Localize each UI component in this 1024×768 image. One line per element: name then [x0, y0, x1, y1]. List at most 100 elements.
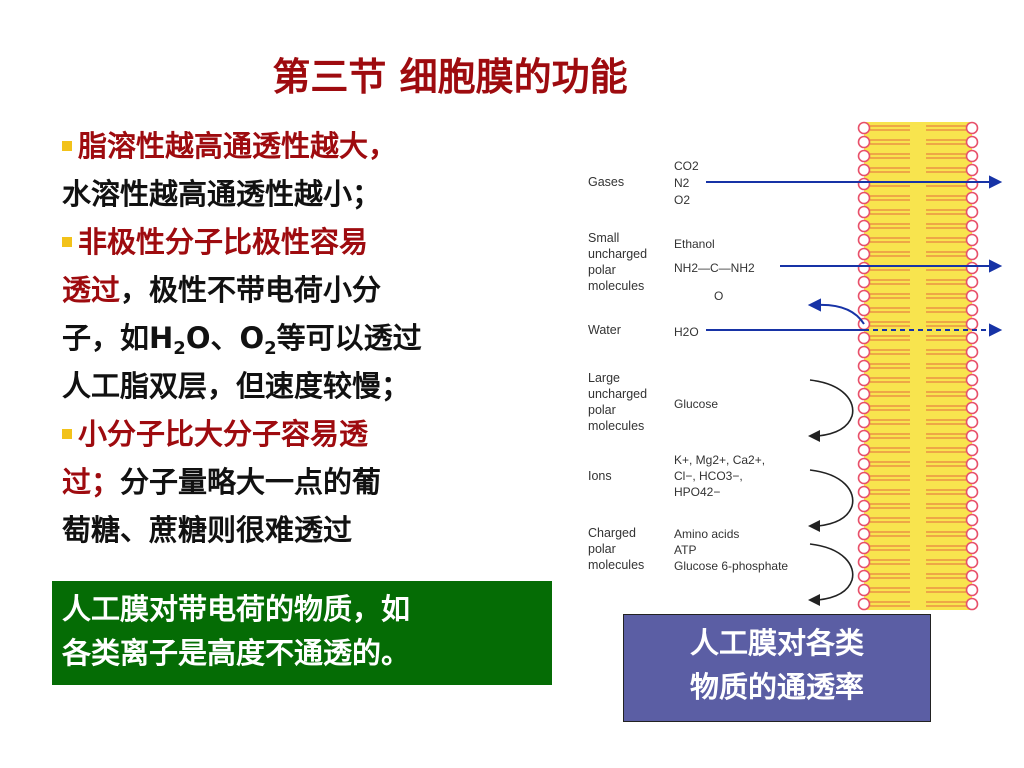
lipid-head [965, 177, 979, 191]
lipid-head [965, 583, 979, 597]
lipid-head [857, 415, 871, 429]
arrow-water-head [989, 323, 1003, 337]
arrow-water-return [815, 303, 865, 325]
lipid-head [857, 429, 871, 443]
lipid-head [965, 121, 979, 135]
label-water: Water [588, 323, 621, 337]
lipid-head [965, 401, 979, 415]
caption-box: 人工膜对各类 物质的通透率 [623, 614, 931, 722]
lipid-head [965, 373, 979, 387]
lipid-head [965, 555, 979, 569]
mol-ions-1: K+, Mg2+, Ca2+, [674, 453, 765, 467]
category-labels: Gases Small uncharged polar molecules Wa… [588, 175, 647, 572]
lipid-head [857, 471, 871, 485]
label-gases: Gases [588, 175, 624, 189]
lipid-head [857, 345, 871, 359]
lipid-head [857, 205, 871, 219]
lipid-head [857, 597, 871, 611]
lipid-head [965, 135, 979, 149]
label-ions: Ions [588, 469, 612, 483]
lipid-head [965, 345, 979, 359]
arrow-small-polar-head [989, 259, 1003, 273]
lipid-head [965, 541, 979, 555]
bounce-arrowheads [808, 430, 820, 606]
paragraph-2: 非极性分子比极性容易 透过，极性不带电荷小分 子，如H2O、O2等可以透过 人工… [62, 225, 422, 403]
lipid-head [857, 261, 871, 275]
bounce-glucose [809, 379, 854, 437]
lipid-head [857, 121, 871, 135]
bounce-charged [809, 543, 854, 601]
lipid-head [965, 289, 979, 303]
lipid-head [857, 331, 871, 345]
lipid-head [857, 569, 871, 583]
label-small-1: Small [588, 231, 619, 245]
paragraph-3: 小分子比大分子容易透 过；分子量略大一点的葡 萄糖、蔗糖则很难透过 [62, 417, 382, 547]
lipid-head [965, 303, 979, 317]
mol-urea: NH2—C—NH2 [674, 261, 755, 275]
mol-o2: O2 [674, 193, 690, 207]
lipid-head [965, 317, 979, 331]
label-large-3: polar [588, 403, 616, 417]
mol-urea-o: O [714, 289, 723, 303]
paragraph-1: 脂溶性越高通透性越大， 水溶性越高通透性越小； [62, 129, 398, 211]
lipid-head [965, 499, 979, 513]
lipid-head [965, 261, 979, 275]
mol-h2o: H2O [674, 325, 699, 339]
arrow-gases-head [989, 175, 1003, 189]
mol-ions-2: Cl−, HCO3−, [674, 469, 743, 483]
lipid-head [965, 191, 979, 205]
lipid-head [857, 373, 871, 387]
lipid-head [857, 513, 871, 527]
label-large-2: uncharged [588, 387, 647, 401]
label-charged-2: polar [588, 542, 616, 556]
lipid-head [965, 485, 979, 499]
lipid-head [965, 569, 979, 583]
lipid-head [965, 415, 979, 429]
permeation-arrows [706, 175, 1003, 337]
lipid-head [965, 275, 979, 289]
label-large-4: molecules [588, 419, 644, 433]
lipid-head [857, 191, 871, 205]
lipid-head [965, 429, 979, 443]
lipid-tails [870, 125, 966, 607]
lipid-head [857, 527, 871, 541]
lipid-head [857, 443, 871, 457]
arrow-water-return-head [807, 298, 821, 312]
mol-ions-3: HPO42− [674, 485, 720, 499]
lipid-head [857, 149, 871, 163]
mol-co2: CO2 [674, 159, 699, 173]
lipid-head [965, 205, 979, 219]
label-small-3: polar [588, 263, 616, 277]
lipid-head [857, 401, 871, 415]
lipid-head [965, 387, 979, 401]
label-large-1: Large [588, 371, 620, 385]
lipid-head [965, 471, 979, 485]
mol-n2: N2 [674, 176, 690, 190]
bullet-icon [62, 429, 72, 439]
lipid-head [965, 247, 979, 261]
mol-amino-acids: Amino acids [674, 527, 739, 541]
bounce-arrows [809, 379, 854, 601]
bullet-icon [62, 237, 72, 247]
lipid-head [965, 513, 979, 527]
lipid-head [965, 149, 979, 163]
lipid-head [965, 163, 979, 177]
lipid-head [857, 233, 871, 247]
lipid-head [857, 555, 871, 569]
lipid-head [965, 527, 979, 541]
bullet-icon [62, 141, 72, 151]
lipid-head [857, 359, 871, 373]
lipid-head [965, 457, 979, 471]
lipid-head [857, 499, 871, 513]
lipid-head [857, 583, 871, 597]
lipid-head [965, 219, 979, 233]
lipid-head [857, 541, 871, 555]
bounce-ions [809, 469, 854, 527]
lipid-head [857, 289, 871, 303]
lipid-head [857, 177, 871, 191]
mol-glucose: Glucose [674, 397, 718, 411]
lipid-head [857, 219, 871, 233]
molecule-labels: CO2 N2 O2 Ethanol NH2—C—NH2 O H2O Glucos… [674, 159, 788, 573]
label-small-2: uncharged [588, 247, 647, 261]
lipid-head [857, 247, 871, 261]
